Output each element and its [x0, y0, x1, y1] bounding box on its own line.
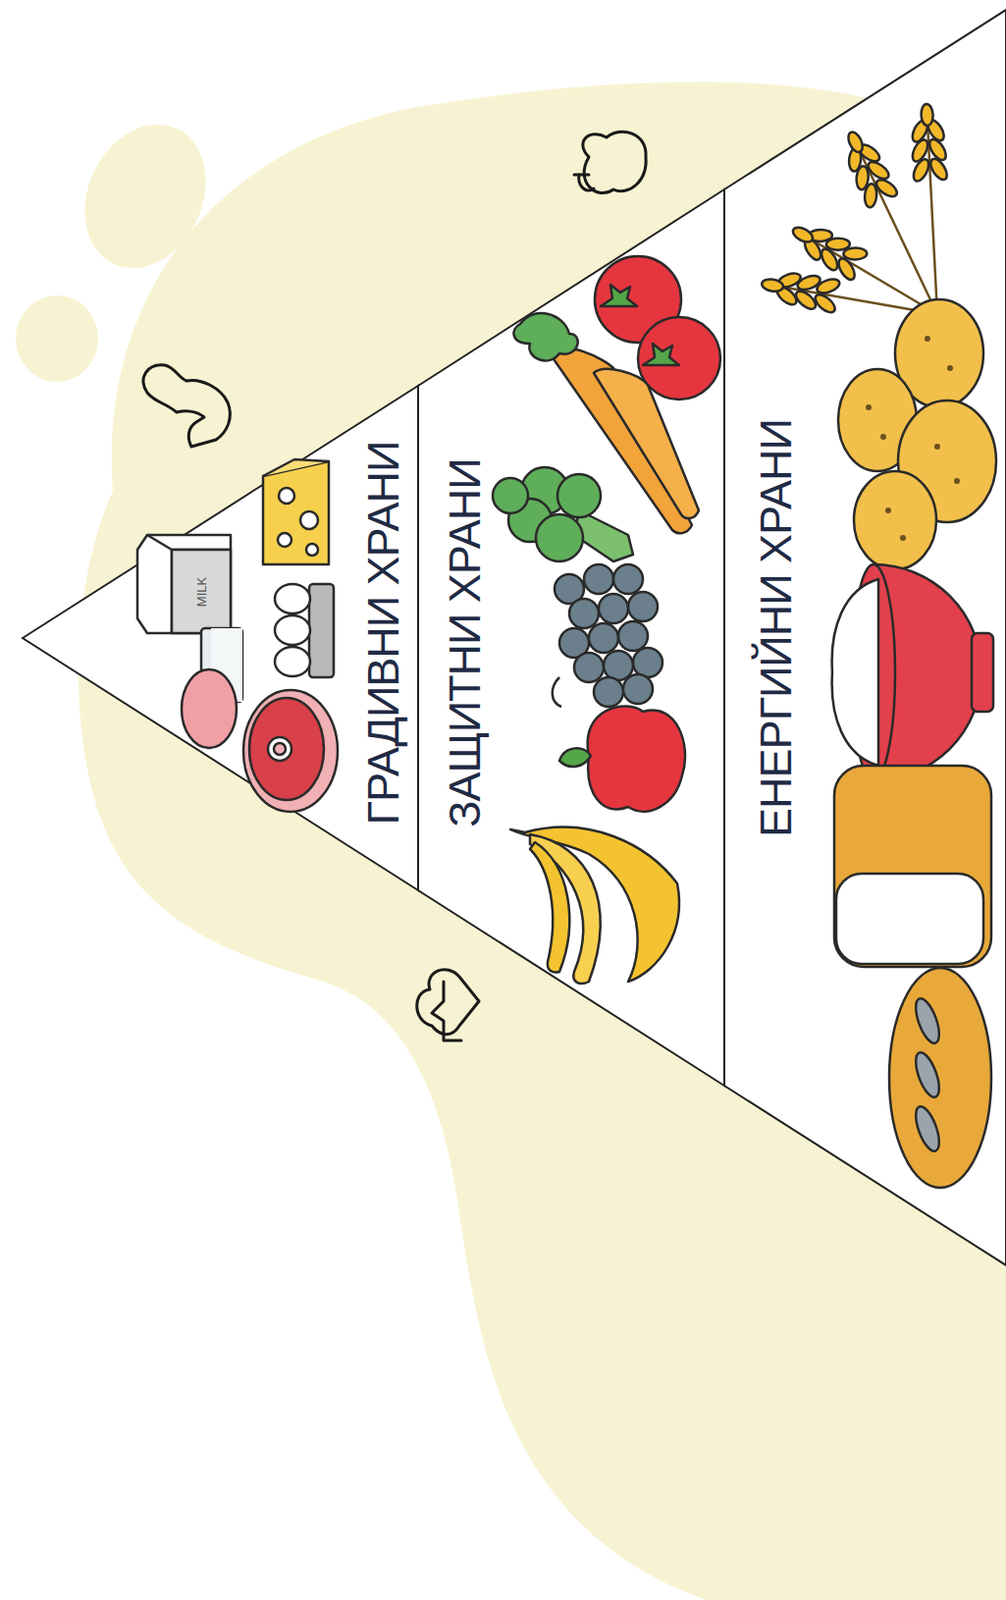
apple-icon	[574, 131, 646, 193]
band-shape	[22, 385, 419, 891]
band-shape	[724, 9, 1006, 1266]
bottom-band: ЕНЕРГИЙНИ ХРАНИ	[724, 9, 1006, 1266]
band-outline	[22, 385, 419, 891]
muscle-icon	[143, 365, 230, 447]
top-band: ГРАДИВНИ ХРАНИ	[22, 385, 419, 891]
band-label: ЕНЕРГИЙНИ ХРАНИ	[753, 419, 798, 838]
heart-icon	[417, 969, 479, 1041]
band-label: ЗАЩИТНИ ХРАНИ	[442, 458, 487, 827]
band-label: ГРАДИВНИ ХРАНИ	[361, 441, 406, 826]
band-shape	[418, 189, 725, 1086]
middle-band: ЗАЩИТНИ ХРАНИ	[418, 189, 725, 1086]
carton-label: MILK	[195, 577, 209, 607]
